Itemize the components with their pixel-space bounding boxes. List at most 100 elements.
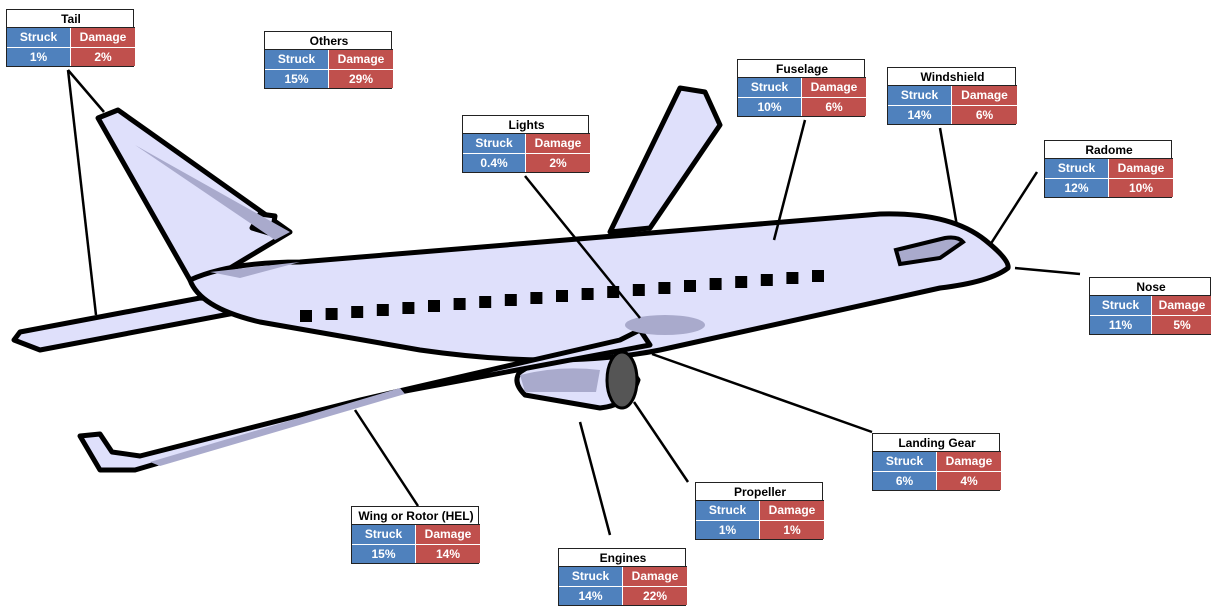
- damage-value: 14%: [416, 544, 480, 563]
- passenger-window: [530, 292, 542, 304]
- leader-propeller: [634, 402, 688, 482]
- card-title: Radome: [1045, 141, 1173, 159]
- passenger-window: [786, 272, 798, 284]
- engine-intake: [607, 352, 637, 408]
- damage-header: Damage: [952, 86, 1017, 105]
- fuselage: [190, 214, 1008, 360]
- leader-tail-2: [68, 70, 96, 315]
- passenger-window: [505, 294, 517, 306]
- damage-value: 2%: [526, 153, 590, 172]
- passenger-window: [428, 300, 440, 312]
- damage-value: 2%: [71, 47, 135, 66]
- card-title: Landing Gear: [873, 434, 1001, 452]
- damage-header: Damage: [802, 78, 866, 97]
- leader-tail-1: [68, 70, 104, 112]
- damage-value: 1%: [760, 520, 824, 539]
- passenger-window: [761, 274, 773, 286]
- struck-header: Struck: [696, 501, 760, 520]
- card-propeller: Propeller Struck Damage 1% 1%: [695, 482, 823, 540]
- passenger-window: [479, 296, 491, 308]
- damage-header: Damage: [760, 501, 824, 520]
- card-engines: Engines Struck Damage 14% 22%: [558, 548, 686, 606]
- damage-value: 6%: [802, 97, 866, 116]
- struck-value: 11%: [1090, 315, 1152, 334]
- damage-value: 5%: [1152, 315, 1211, 334]
- passenger-window: [812, 270, 824, 282]
- passenger-window: [454, 298, 466, 310]
- struck-value: 14%: [559, 586, 623, 605]
- card-title: Nose: [1090, 278, 1211, 296]
- leader-nose: [1015, 268, 1080, 274]
- passenger-window: [684, 280, 696, 292]
- damage-header: Damage: [526, 134, 590, 153]
- leader-engines: [580, 422, 610, 535]
- damage-value: 6%: [952, 105, 1017, 124]
- card-title: Fuselage: [738, 60, 866, 78]
- card-others: Others Struck Damage 15% 29%: [264, 31, 392, 89]
- card-nose: Nose Struck Damage 11% 5%: [1089, 277, 1211, 335]
- passenger-window: [633, 284, 645, 296]
- struck-header: Struck: [265, 50, 329, 69]
- struck-value: 6%: [873, 471, 937, 490]
- struck-value: 14%: [888, 105, 952, 124]
- struck-header: Struck: [352, 525, 416, 544]
- damage-value: 22%: [623, 586, 687, 605]
- card-fuselage: Fuselage Struck Damage 10% 6%: [737, 59, 865, 117]
- damage-header: Damage: [1152, 296, 1211, 315]
- leader-wing: [355, 410, 418, 506]
- struck-value: 15%: [265, 69, 329, 88]
- struck-value: 10%: [738, 97, 802, 116]
- passenger-window: [377, 304, 389, 316]
- passenger-window: [326, 308, 338, 320]
- damage-header: Damage: [329, 50, 393, 69]
- passenger-window: [658, 282, 670, 294]
- struck-header: Struck: [7, 28, 71, 47]
- damage-header: Damage: [623, 567, 687, 586]
- passenger-window: [710, 278, 722, 290]
- struck-value: 12%: [1045, 178, 1109, 197]
- damage-header: Damage: [1109, 159, 1173, 178]
- damage-header: Damage: [416, 525, 480, 544]
- damage-header: Damage: [937, 452, 1001, 471]
- struck-header: Struck: [873, 452, 937, 471]
- damage-header: Damage: [71, 28, 135, 47]
- card-title: Engines: [559, 549, 687, 567]
- passenger-window: [300, 310, 312, 322]
- passenger-window: [582, 288, 594, 300]
- card-windshield: Windshield Struck Damage 14% 6%: [887, 67, 1016, 125]
- struck-value: 1%: [7, 47, 71, 66]
- card-title: Windshield: [888, 68, 1017, 86]
- struck-header: Struck: [738, 78, 802, 97]
- card-title: Propeller: [696, 483, 824, 501]
- horizontal-stabilizer: [14, 298, 240, 350]
- far-wing: [610, 88, 720, 232]
- damage-value: 10%: [1109, 178, 1173, 197]
- passenger-window: [402, 302, 414, 314]
- passenger-window: [351, 306, 363, 318]
- struck-header: Struck: [1090, 296, 1152, 315]
- passenger-window: [556, 290, 568, 302]
- struck-header: Struck: [888, 86, 952, 105]
- card-title: Lights: [463, 116, 590, 134]
- card-landing-gear: Landing Gear Struck Damage 6% 4%: [872, 433, 1000, 491]
- card-title: Tail: [7, 10, 135, 28]
- leader-windshield: [940, 128, 957, 226]
- card-tail: Tail Struck Damage 1% 2%: [6, 9, 134, 67]
- leader-landing-gear: [652, 354, 872, 432]
- card-lights: Lights Struck Damage 0.4% 2%: [462, 115, 589, 173]
- struck-header: Struck: [1045, 159, 1109, 178]
- card-title: Wing or Rotor (HEL): [352, 507, 480, 525]
- damage-value: 29%: [329, 69, 393, 88]
- passenger-window: [735, 276, 747, 288]
- card-wing: Wing or Rotor (HEL) Struck Damage 15% 14…: [351, 506, 479, 564]
- card-radome: Radome Struck Damage 12% 10%: [1044, 140, 1172, 198]
- struck-value: 15%: [352, 544, 416, 563]
- struck-header: Struck: [463, 134, 526, 153]
- leader-radome: [990, 172, 1037, 245]
- struck-header: Struck: [559, 567, 623, 586]
- struck-value: 1%: [696, 520, 760, 539]
- card-title: Others: [265, 32, 393, 50]
- vertical-tail: [98, 110, 290, 280]
- struck-value: 0.4%: [463, 153, 526, 172]
